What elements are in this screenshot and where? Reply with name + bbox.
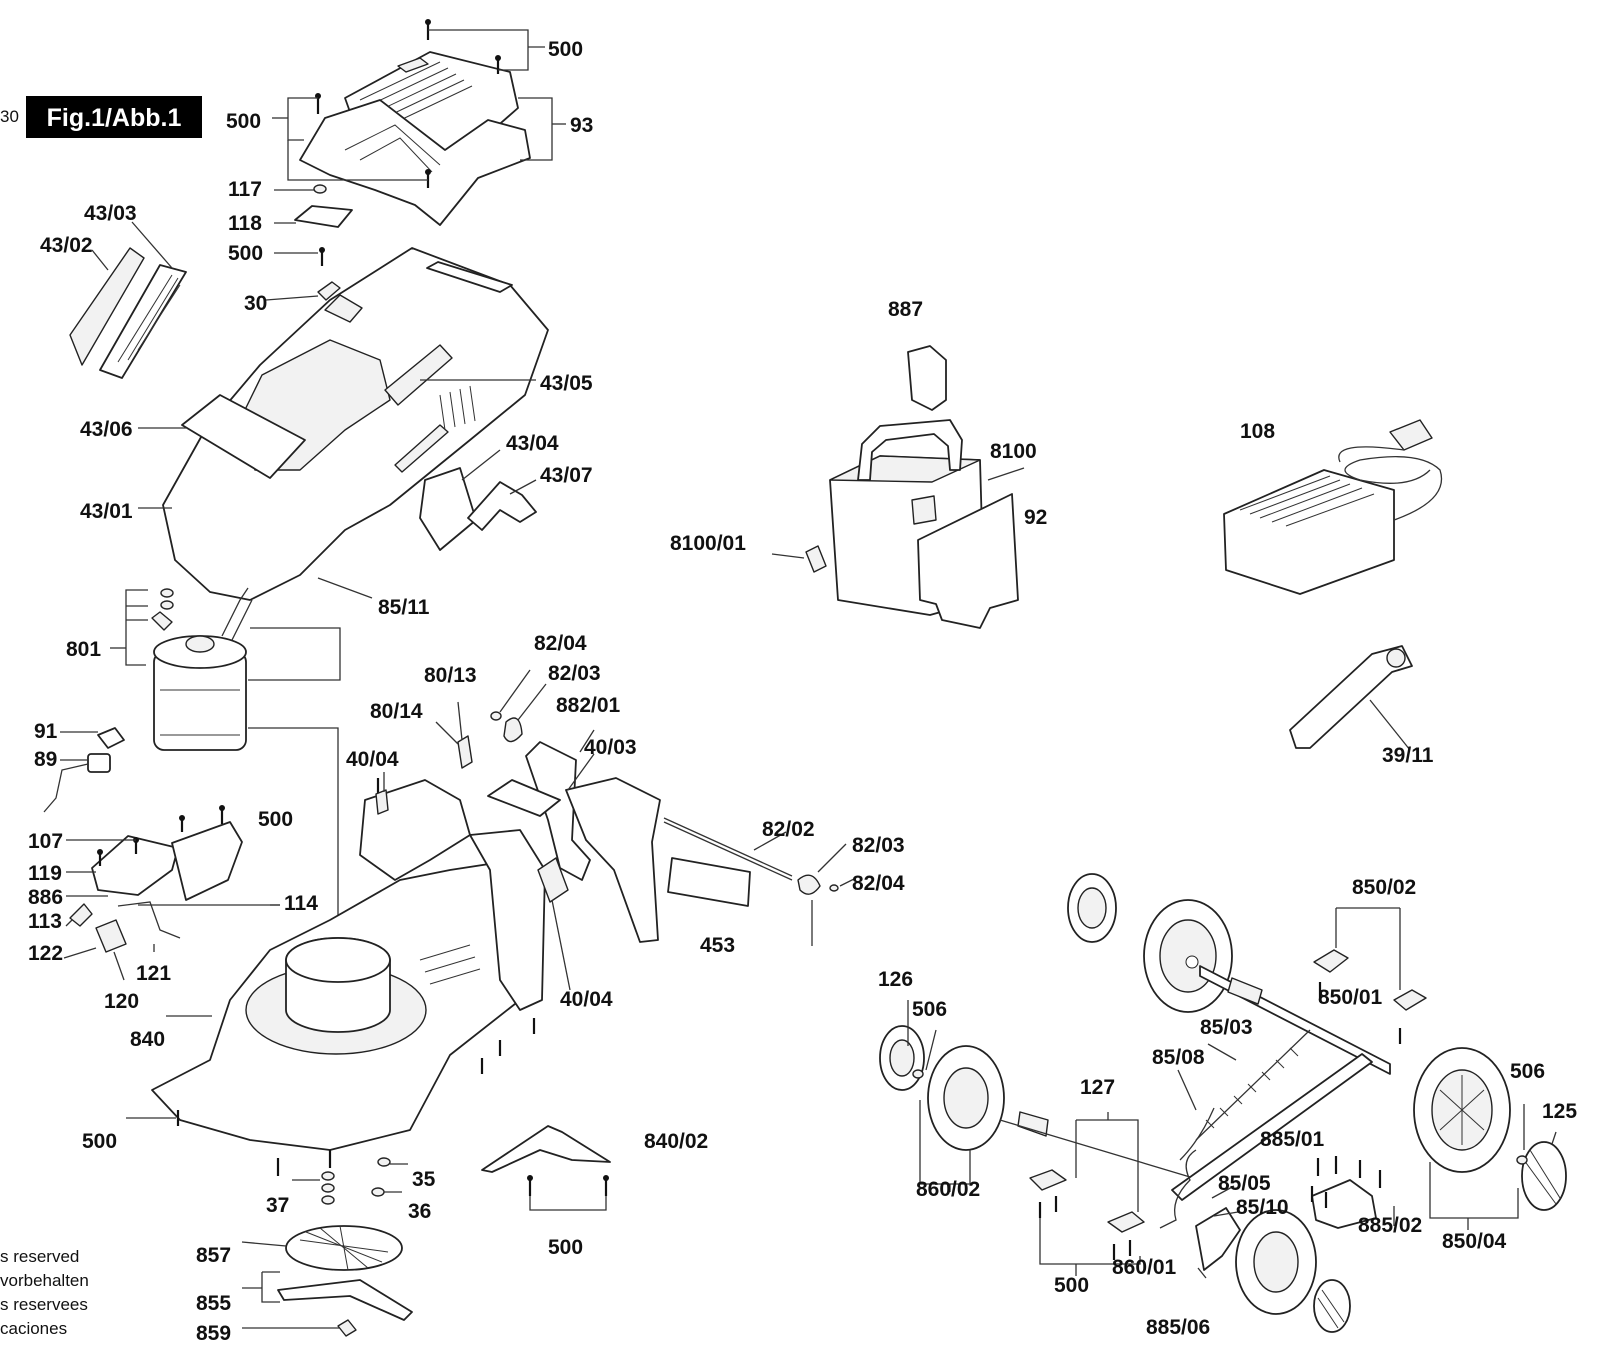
part-label: 126 — [878, 968, 913, 991]
page-reference: 30 — [0, 107, 19, 126]
part-label: 43/06 — [80, 418, 133, 441]
part-label: 840/02 — [644, 1130, 708, 1153]
part-label: 120 — [104, 990, 139, 1013]
part-label: 35 — [412, 1168, 436, 1191]
part-label: 91 — [34, 720, 58, 743]
part-label: 40/04 — [560, 988, 613, 1011]
part-label: 500 — [1054, 1274, 1089, 1297]
part-label: 122 — [28, 942, 63, 965]
part-label: 89 — [34, 748, 57, 771]
part-label: 860/02 — [916, 1178, 980, 1201]
part-label: 43/05 — [540, 372, 593, 395]
part-label: 119 — [28, 862, 62, 885]
part-label: 850/04 — [1442, 1230, 1507, 1253]
part-label: 882/01 — [556, 694, 621, 717]
part-label: 82/04 — [852, 872, 905, 895]
top-cover-drawing — [272, 19, 566, 266]
part-label: 43/02 — [40, 234, 93, 257]
part-label: 500 — [258, 808, 293, 831]
part-label: 886 — [28, 886, 63, 909]
rights-note-line-4: caciones — [0, 1319, 67, 1338]
part-label: 39/11 — [1382, 744, 1434, 767]
part-label: 500 — [226, 110, 261, 133]
part-label: 885/02 — [1358, 1214, 1422, 1237]
part-label: 114 — [284, 892, 318, 915]
part-label: 36 — [408, 1200, 431, 1223]
part-label: 850/01 — [1318, 986, 1383, 1009]
part-label: 43/01 — [80, 500, 133, 523]
part-label: 30 — [244, 292, 267, 315]
wheels-chassis-drawing — [879, 873, 1567, 1333]
deck-drawing — [126, 778, 611, 1337]
part-label: 127 — [1080, 1076, 1115, 1099]
part-label: 8100 — [990, 440, 1037, 463]
part-label: 453 — [700, 934, 735, 957]
part-label: 8100/01 — [670, 532, 746, 555]
part-label: 85/03 — [1200, 1016, 1253, 1039]
part-label: 80/13 — [424, 664, 477, 687]
part-label: 506 — [1510, 1060, 1545, 1083]
part-label: 85/08 — [1152, 1046, 1205, 1069]
part-label: 500 — [548, 38, 583, 61]
part-label: 125 — [1542, 1100, 1577, 1123]
part-label: 40/03 — [584, 736, 637, 759]
part-label: 506 — [912, 998, 947, 1021]
part-label: 857 — [196, 1244, 231, 1267]
part-label: 82/02 — [762, 818, 815, 841]
part-label: 850/02 — [1352, 876, 1416, 899]
part-label: 885/06 — [1146, 1316, 1210, 1339]
part-label: 859 — [196, 1322, 231, 1345]
part-label: 43/07 — [540, 464, 593, 487]
part-label: 82/03 — [548, 662, 601, 685]
figure-title: Fig.1/Abb.1 — [47, 104, 182, 132]
part-label: 117 — [228, 178, 262, 201]
part-label: 92 — [1024, 506, 1047, 529]
part-label: 118 — [228, 212, 262, 235]
part-label: 500 — [228, 242, 263, 265]
part-label: 37 — [266, 1194, 289, 1217]
part-label: 85/10 — [1236, 1196, 1289, 1219]
part-label: 107 — [28, 830, 63, 853]
motor-and-electrics-drawing — [43, 587, 341, 1000]
part-label: 860/01 — [1112, 1256, 1177, 1279]
handle-brackets-drawing — [375, 669, 857, 991]
part-label: 840 — [130, 1028, 165, 1051]
part-label: 40/04 — [346, 748, 399, 771]
rights-note: s reserved vorbehalten s reservees cacio… — [0, 1247, 89, 1338]
part-label: 82/04 — [534, 632, 587, 655]
charger-drawing — [1223, 419, 1443, 595]
part-label: 43/04 — [506, 432, 559, 455]
part-label: 121 — [136, 962, 171, 985]
part-label: 885/01 — [1260, 1128, 1325, 1151]
part-label: 500 — [548, 1236, 583, 1259]
part-label: 801 — [66, 638, 101, 661]
battery-drawing — [771, 345, 1025, 629]
part-label: 108 — [1240, 420, 1275, 443]
part-label: 85/11 — [378, 596, 430, 619]
figure-badge: 30 Fig.1/Abb.1 — [0, 96, 202, 138]
part-label: 855 — [196, 1292, 231, 1315]
rights-note-line-1: s reserved — [0, 1247, 79, 1266]
part-label: 82/03 — [852, 834, 905, 857]
main-housing-drawing — [69, 221, 549, 601]
part-label: 887 — [888, 298, 923, 321]
part-labels: 500 93 500 117 118 500 30 43/03 43/02 43… — [28, 38, 1577, 1345]
part-label: 500 — [82, 1130, 117, 1153]
part-label: 113 — [28, 910, 62, 933]
rights-note-line-2: vorbehalten — [0, 1271, 89, 1290]
part-label: 43/03 — [84, 202, 137, 225]
part-label: 93 — [570, 114, 593, 137]
rights-note-line-3: s reservees — [0, 1295, 88, 1314]
wrench-drawing — [1289, 645, 1413, 751]
part-label: 80/14 — [370, 700, 423, 723]
part-label: 85/05 — [1218, 1172, 1271, 1195]
